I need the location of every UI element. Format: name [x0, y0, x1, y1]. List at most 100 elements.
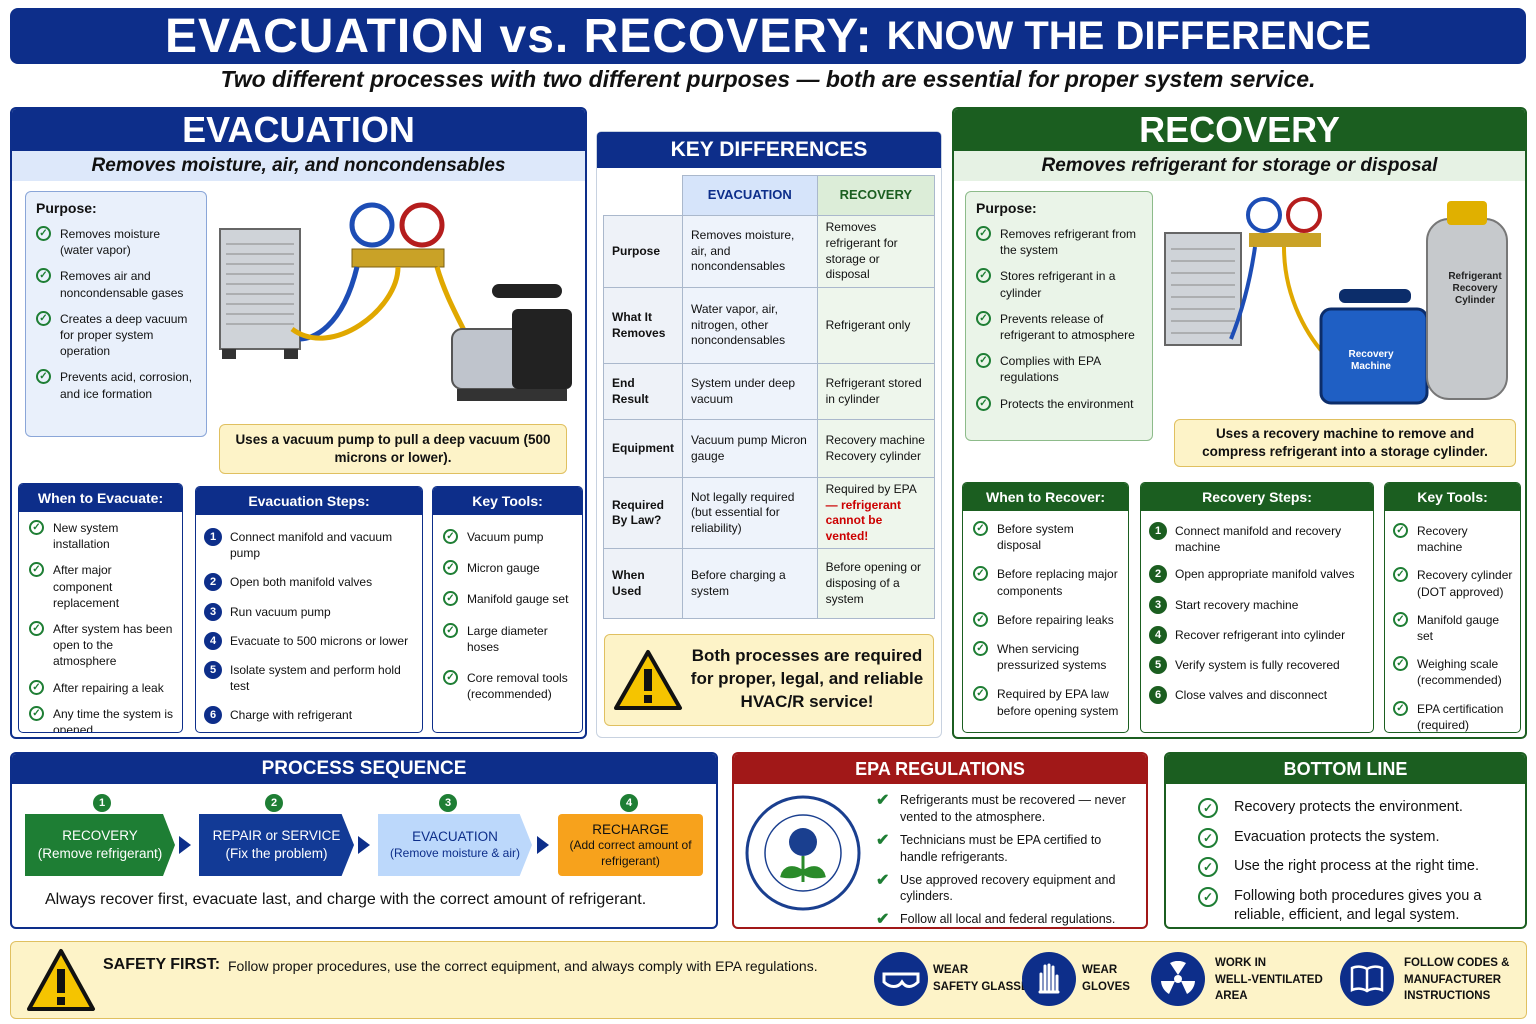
check-icon: ✔ — [876, 871, 890, 889]
evacuation-purpose-heading: Purpose: — [36, 200, 97, 216]
row-header: Purpose — [603, 215, 683, 288]
recovery-tools-list: ✓Recovery machine ✓Recovery cylinder (DO… — [1385, 511, 1520, 733]
when-to-evacuate-list: ✓New system installation ✓After major co… — [19, 512, 182, 732]
list-item: ✓Recovery machine — [1393, 523, 1514, 555]
arrow-right-icon — [537, 836, 549, 854]
evacuation-steps-heading: Evacuation Steps: — [196, 487, 422, 515]
evacuation-tagline: Removes moisture, air, and noncondensabl… — [12, 151, 585, 181]
list-item: ✓Manifold gauge set — [1393, 611, 1514, 644]
check-icon: ✓ — [1198, 857, 1218, 878]
check-icon: ✓ — [976, 268, 991, 284]
warning-icon — [614, 650, 682, 710]
process-sequence-footer: Always recover first, evacuate last, and… — [45, 891, 647, 908]
list-item: ✓Core removal tools (recommended) — [443, 669, 576, 702]
when-to-evacuate-heading: When to Evacuate: — [19, 484, 182, 512]
check-icon: ✓ — [36, 369, 51, 385]
check-icon: ✓ — [976, 395, 991, 411]
table-cell: Before opening or disposing of a system — [816, 548, 936, 620]
epa-regulations-panel: EPA REGULATIONS ✔Refrigerants must be re… — [732, 752, 1148, 929]
recovery-tools-heading: Key Tools: — [1385, 483, 1520, 511]
table-cell: Water vapor, air, nitrogen, other noncon… — [682, 287, 818, 364]
list-item: ✓Before repairing leaks — [973, 611, 1120, 628]
list-item: ✓EPA certification (required) — [1393, 700, 1514, 733]
table-header-row: EVACUATION RECOVERY — [603, 175, 936, 216]
table-cell: Required by EPA — refrigerant cannot be … — [816, 476, 936, 550]
safety-glasses-icon — [874, 952, 928, 1006]
row-header: Required By Law? — [603, 476, 683, 550]
arrow-right-icon — [179, 836, 191, 854]
key-differences-table-wrap: EVACUATION RECOVERY Purpose Removes mois… — [603, 175, 936, 620]
list-item: ✔Refrigerants must be recovered — never … — [876, 792, 1126, 824]
check-icon: ✓ — [1198, 827, 1218, 848]
warning-icon — [27, 949, 95, 1011]
list-item: ✓Recovery cylinder (DOT approved) — [1393, 567, 1514, 599]
row-header: End Result — [603, 363, 683, 420]
evacuation-purpose-box: Purpose: ✓Removes moisture (water vapor)… — [25, 191, 207, 437]
list-item: ✓Stores refrigerant in a cylinder — [976, 268, 1142, 300]
sequence-number: 4 — [620, 794, 638, 812]
list-item: ✓Before system disposal — [973, 521, 1120, 553]
check-icon: ✓ — [443, 560, 458, 576]
table-row: Purpose Removes moisture, air, and nonco… — [603, 215, 936, 288]
table-cell: Removes refrigerant for storage or dispo… — [816, 215, 936, 288]
list-item: ✓Large diameter hoses — [443, 622, 576, 655]
process-sequence-title: PROCESS SEQUENCE — [12, 754, 716, 784]
step-number: 6 — [204, 706, 222, 725]
step-number: 6 — [1149, 686, 1167, 705]
table-cell: Not legally required (but essential for … — [682, 476, 818, 550]
check-icon: ✔ — [876, 792, 890, 809]
check-icon: ✓ — [1393, 611, 1408, 627]
recovery-machine-illustration — [1164, 197, 1508, 405]
recovery-note: Uses a recovery machine to remove and co… — [1174, 419, 1516, 467]
list-item: ✓Required by EPA law before opening syst… — [973, 686, 1120, 718]
bottom-line-panel: BOTTOM LINE ✓Recovery protects the envir… — [1164, 752, 1527, 929]
evacuation-tools-panel: Key Tools: ✓Vacuum pump ✓Micron gauge ✓M… — [432, 486, 583, 733]
list-item: ✓Vacuum pump — [443, 529, 576, 545]
list-item: ✔Technicians must be EPA certified to ha… — [876, 831, 1102, 864]
bottom-line-title: BOTTOM LINE — [1166, 754, 1525, 784]
recovery-tagline: Removes refrigerant for storage or dispo… — [954, 151, 1525, 181]
row-header: When Used — [603, 548, 683, 620]
list-item: ✔Follow all local and federal regulation… — [876, 911, 1142, 929]
list-item: ✓Prevents release of refrigerant to atmo… — [976, 310, 1142, 343]
step-number: 1 — [1149, 522, 1167, 540]
recovery-steps-heading: Recovery Steps: — [1141, 483, 1373, 511]
check-icon: ✓ — [29, 620, 44, 636]
table-cell: Refrigerant stored in cylinder — [816, 363, 936, 420]
evacuation-tools-heading: Key Tools: — [433, 487, 582, 515]
evacuation-note: Uses a vacuum pump to pull a deep vacuum… — [219, 424, 567, 474]
list-item: ✓Removes refrigerant from the system — [976, 226, 1142, 258]
sequence-step-recharge: RECHARGE(Add correct amount of refrigera… — [558, 814, 703, 876]
sequence-number: 3 — [439, 794, 457, 812]
check-icon: ✓ — [36, 268, 51, 284]
step-number: 4 — [1149, 625, 1167, 644]
check-icon: ✔ — [876, 911, 890, 929]
list-item: ✓Complies with EPA regulations — [976, 353, 1142, 385]
list-item: ✓Use the right process at the right time… — [1198, 857, 1514, 878]
list-item: ✓Evacuation protects the system. — [1198, 827, 1514, 848]
check-icon: ✓ — [973, 686, 988, 702]
table-row: What It Removes Water vapor, air, nitrog… — [603, 287, 936, 364]
check-icon: ✓ — [976, 226, 991, 241]
when-to-recover-list: ✓Before system disposal ✓Before replacin… — [963, 511, 1128, 719]
list-item: ✓New system installation — [29, 520, 174, 552]
step-number: 4 — [204, 631, 222, 650]
check-icon: ✓ — [973, 611, 988, 627]
list-item: ✔Use approved recovery equipment and cyl… — [876, 871, 1116, 904]
list-item: ✓Prevents acid, corrosion, and ice forma… — [36, 369, 196, 401]
list-item: ✓Recovery protects the environment. — [1198, 798, 1514, 818]
step-number: 3 — [204, 602, 222, 621]
check-icon: ✓ — [1393, 700, 1408, 716]
check-icon: ✓ — [29, 562, 44, 578]
step-number: 5 — [1149, 655, 1167, 674]
